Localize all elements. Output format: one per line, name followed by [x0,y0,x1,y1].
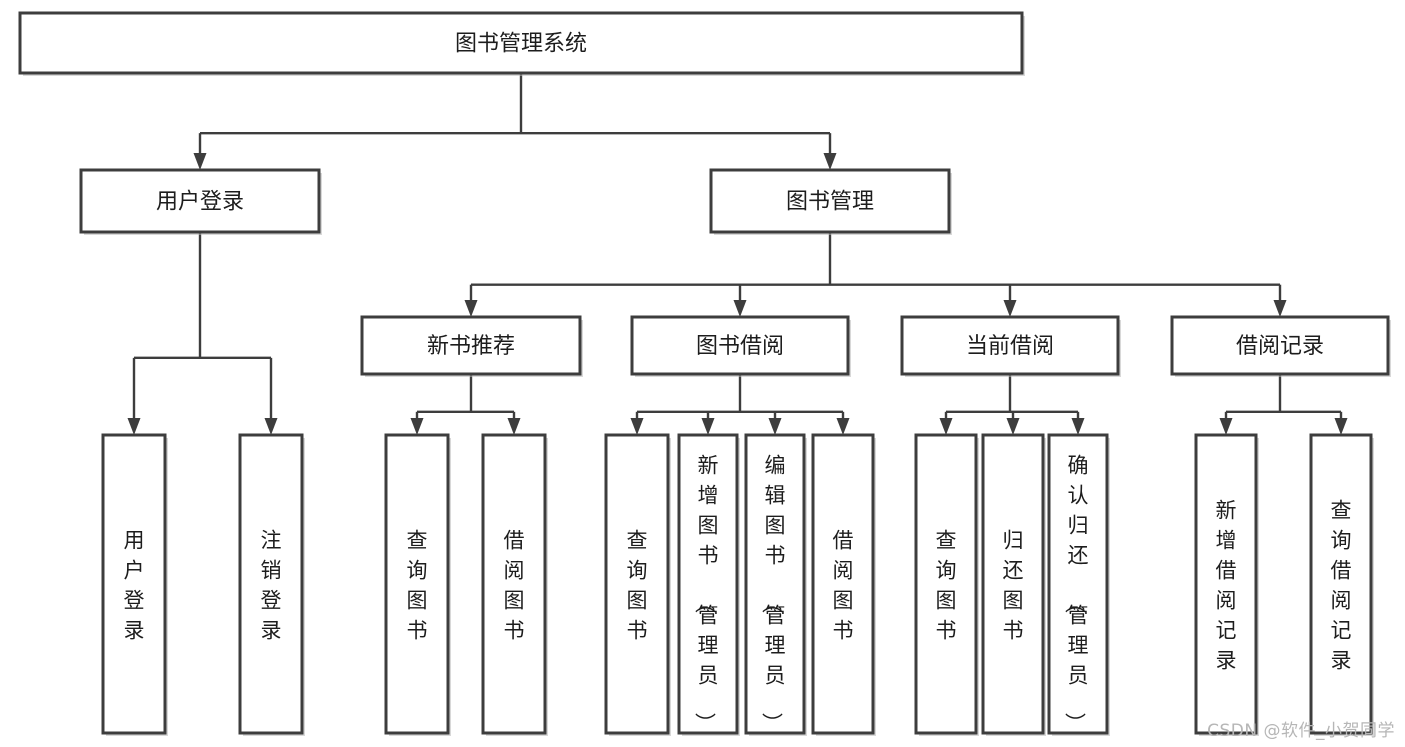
node-borrow-record[interactable]: 借阅记录 [1170,315,1391,377]
node-label: 查询图书 [936,528,957,642]
node-label: 借阅图书 [504,528,525,642]
node-box[interactable] [18,11,1024,75]
node-box[interactable] [1047,433,1109,735]
node-new-book-recommend[interactable]: 新书推荐 [360,315,583,377]
edge-arrowhead [1071,418,1085,435]
node-box[interactable] [238,433,304,735]
edge-arrowhead [733,300,747,317]
node-leaf-borrow-book-2[interactable]: 借阅图书 [811,433,876,736]
edge-arrowhead [464,300,478,317]
node-leaf-add-book[interactable]: 新增图书（管理员） [677,433,740,736]
node-label: 注销登录 [261,528,282,642]
node-box[interactable] [604,433,670,735]
node-label: 查询图书 [627,528,648,642]
node-box[interactable] [101,433,167,735]
node-leaf-query-book-3[interactable]: 查询图书 [914,433,979,736]
node-box[interactable] [384,433,450,735]
node-label: 图书管理 [786,190,874,215]
node-box[interactable] [79,168,321,234]
node-box[interactable] [630,315,850,376]
edge-arrowhead [823,153,837,170]
edge-arrowhead [1003,300,1017,317]
node-box[interactable] [1170,315,1390,376]
node-label: 借阅记录 [1236,334,1324,359]
node-box[interactable] [811,433,875,735]
node-leaf-user-login[interactable]: 用户登录 [101,433,168,736]
edge-arrowhead [507,418,521,435]
node-leaf-query-book-1[interactable]: 查询图书 [384,433,451,736]
edge-arrowhead [836,418,850,435]
node-label: 新增借阅记录 [1216,498,1237,672]
node-leaf-confirm-return[interactable]: 确认归还（管理员） [1047,433,1110,736]
edge-arrowhead [410,418,424,435]
node-box[interactable] [1309,433,1373,735]
node-book-manage[interactable]: 图书管理 [709,168,952,235]
edge-arrowhead [127,418,141,435]
node-current-borrow[interactable]: 当前借阅 [900,315,1121,377]
edge-arrowhead [264,418,278,435]
node-leaf-query-record[interactable]: 查询借阅记录 [1309,433,1374,736]
edge-arrowhead [193,153,207,170]
edge-arrowhead [1006,418,1020,435]
node-box[interactable] [709,168,951,234]
node-label: 用户登录 [156,190,244,215]
node-box[interactable] [744,433,806,735]
nodes-layer: 图书管理系统用户登录图书管理新书推荐图书借阅当前借阅借阅记录用户登录注销登录查询… [18,11,1391,736]
edge-arrowhead [939,418,953,435]
edge-arrowhead [1219,418,1233,435]
node-leaf-edit-book[interactable]: 编辑图书（管理员） [744,433,807,736]
node-label: 编辑图书（管理员） [760,453,786,733]
node-box[interactable] [900,315,1120,376]
node-label: 用户登录 [124,528,145,642]
node-label: 查询图书 [407,528,428,642]
node-label: 新书推荐 [427,334,515,359]
node-label: 归还图书 [1003,528,1024,642]
node-book-borrow[interactable]: 图书借阅 [630,315,851,377]
node-label: 当前借阅 [966,334,1054,359]
node-leaf-borrow-book-1[interactable]: 借阅图书 [481,433,548,736]
node-box[interactable] [914,433,978,735]
node-user-login[interactable]: 用户登录 [79,168,322,235]
node-label: 查询借阅记录 [1331,498,1352,672]
csdn-watermark: CSDN @软件_小贺同学 [1207,721,1395,741]
node-root[interactable]: 图书管理系统 [18,11,1025,76]
node-box[interactable] [1194,433,1258,735]
node-box[interactable] [360,315,582,376]
edge-arrowhead [1334,418,1348,435]
node-leaf-query-book-2[interactable]: 查询图书 [604,433,671,736]
node-box[interactable] [981,433,1045,735]
node-label: 图书借阅 [696,334,784,359]
edge-arrowhead [630,418,644,435]
edge-arrowhead [768,418,782,435]
node-leaf-logout[interactable]: 注销登录 [238,433,305,736]
edge-arrowhead [1273,300,1287,317]
edges-layer [127,73,1348,435]
node-leaf-return-book[interactable]: 归还图书 [981,433,1046,736]
node-box[interactable] [481,433,547,735]
node-leaf-add-record[interactable]: 新增借阅记录 [1194,433,1259,736]
node-label: 确认归还（管理员） [1063,453,1089,733]
node-label: 借阅图书 [833,528,854,642]
node-label: 新增图书（管理员） [693,453,719,733]
edge-arrowhead [701,418,715,435]
node-box[interactable] [677,433,739,735]
node-label: 图书管理系统 [455,32,587,57]
